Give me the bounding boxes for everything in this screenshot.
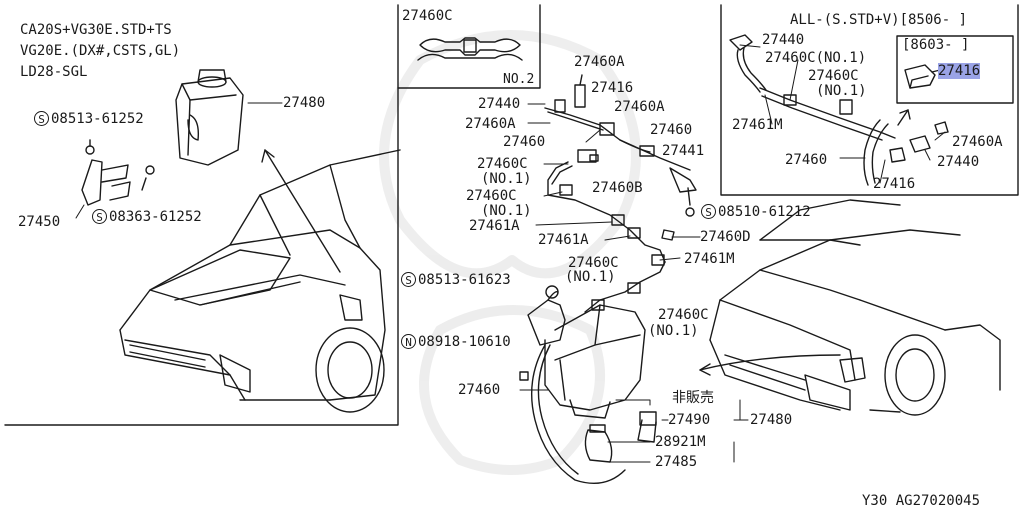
- diagram-code: Y30 AG27020045: [862, 493, 981, 509]
- inset-right-subheader: [8603- ]: [902, 37, 970, 53]
- label-27460-b: 27460: [650, 122, 693, 138]
- label-27460A-1: 27460A: [574, 54, 625, 70]
- panel-borders: [4, 4, 1019, 426]
- label-27441: 27441: [662, 143, 705, 159]
- bolt-prefix-4: S: [401, 272, 416, 287]
- leader-lines: [75, 44, 946, 463]
- label-27460C-1-note: (NO.1): [481, 171, 532, 187]
- highlighted-part-27416: 27416: [938, 63, 981, 79]
- inset-center-note: NO.2: [503, 72, 535, 87]
- label-27460-a: 27460: [503, 134, 546, 150]
- label-27480-left: 27480: [283, 95, 326, 111]
- label-27460A-2: 27460A: [614, 99, 665, 115]
- hose-clip-drawing: [417, 37, 523, 61]
- label-27460D: 27460D: [700, 229, 751, 245]
- label-27485: 27485: [655, 454, 698, 470]
- inset-left-line-3: LD28-SGL: [20, 64, 88, 80]
- left-car-drawing: [119, 149, 401, 413]
- label-27460C-2: 27460C: [466, 188, 517, 204]
- label-27460C-4: 27460C: [658, 307, 709, 323]
- inset-right-label-27461M: 27461M: [732, 117, 783, 133]
- inset-right-label-27460C: 27460C: [808, 68, 859, 84]
- inset-right-subpart: 27416: [938, 63, 981, 79]
- bolt-code-1: 08513-61252: [51, 111, 144, 127]
- label-27460C-2-note: (NO.1): [481, 203, 532, 219]
- label-27450: 27450: [18, 214, 61, 230]
- bolt-code-3: 08510-61212: [718, 204, 811, 220]
- label-not-for-sale: 非販売: [672, 390, 714, 406]
- bolt-code-2: 08363-61252: [109, 209, 202, 225]
- inset-right-label-27416: 27416: [873, 176, 916, 192]
- inset-right-header: ALL-(S.STD+V)[8506- ]: [790, 12, 968, 28]
- center-hoses: [544, 74, 697, 313]
- inset-right-label-27440a: 27440: [762, 32, 805, 48]
- arrow-left: [261, 149, 341, 273]
- inset-left-line-1: CA20S+VG30E.STD+TS: [20, 22, 172, 38]
- bolt-prefix-3: S: [701, 204, 716, 219]
- inset-left-line-2: VG20E.(DX#,CSTS,GL): [20, 43, 181, 59]
- label-27480-main: 27480: [750, 412, 793, 428]
- label-27461A-2: 27461A: [538, 232, 589, 248]
- inset-right-label-27460A: 27460A: [952, 134, 1003, 150]
- bolt-prefix-2: S: [92, 209, 107, 224]
- label-27460C-1: 27460C: [477, 156, 528, 172]
- label-27460C-4-note: (NO.1): [648, 323, 699, 339]
- inset-center-part: 27460C: [402, 8, 453, 24]
- label-27461M: 27461M: [684, 251, 735, 267]
- label-27490: 27490: [668, 412, 711, 428]
- right-car-drawing: [709, 199, 1001, 416]
- bolt-prefix-1: S: [34, 111, 49, 126]
- label-27461A-1: 27461A: [469, 218, 520, 234]
- label-27460C-3-note: (NO.1): [565, 269, 616, 285]
- bolt-code-4: 08513-61623: [418, 272, 511, 288]
- arrow-right: [699, 354, 841, 376]
- bracket-drawing: [81, 139, 155, 206]
- label-27460-c: 27460: [458, 382, 501, 398]
- bolt-code-5: 08918-10610: [418, 334, 511, 350]
- reservoir-small-drawing: [175, 69, 244, 166]
- main-reservoir-drawing: [519, 285, 657, 484]
- inset-right-label-27460: 27460: [785, 152, 828, 168]
- label-28921M: 28921M: [655, 434, 706, 450]
- watermark-logo: [379, 30, 641, 475]
- label-27460C-3: 27460C: [568, 255, 619, 271]
- inset-right-label-no1: (NO.1): [816, 83, 867, 99]
- label-27460A-left: 27460A: [465, 116, 516, 132]
- inset-right-label-27440b: 27440: [937, 154, 980, 170]
- label-27440: 27440: [478, 96, 521, 112]
- label-27416: 27416: [591, 80, 634, 96]
- inset-right-drawing: [729, 34, 949, 186]
- label-27460B: 27460B: [592, 180, 643, 196]
- bolt-prefix-5: N: [401, 334, 416, 349]
- inset-right-label-27460C-no1: 27460C(NO.1): [765, 50, 867, 66]
